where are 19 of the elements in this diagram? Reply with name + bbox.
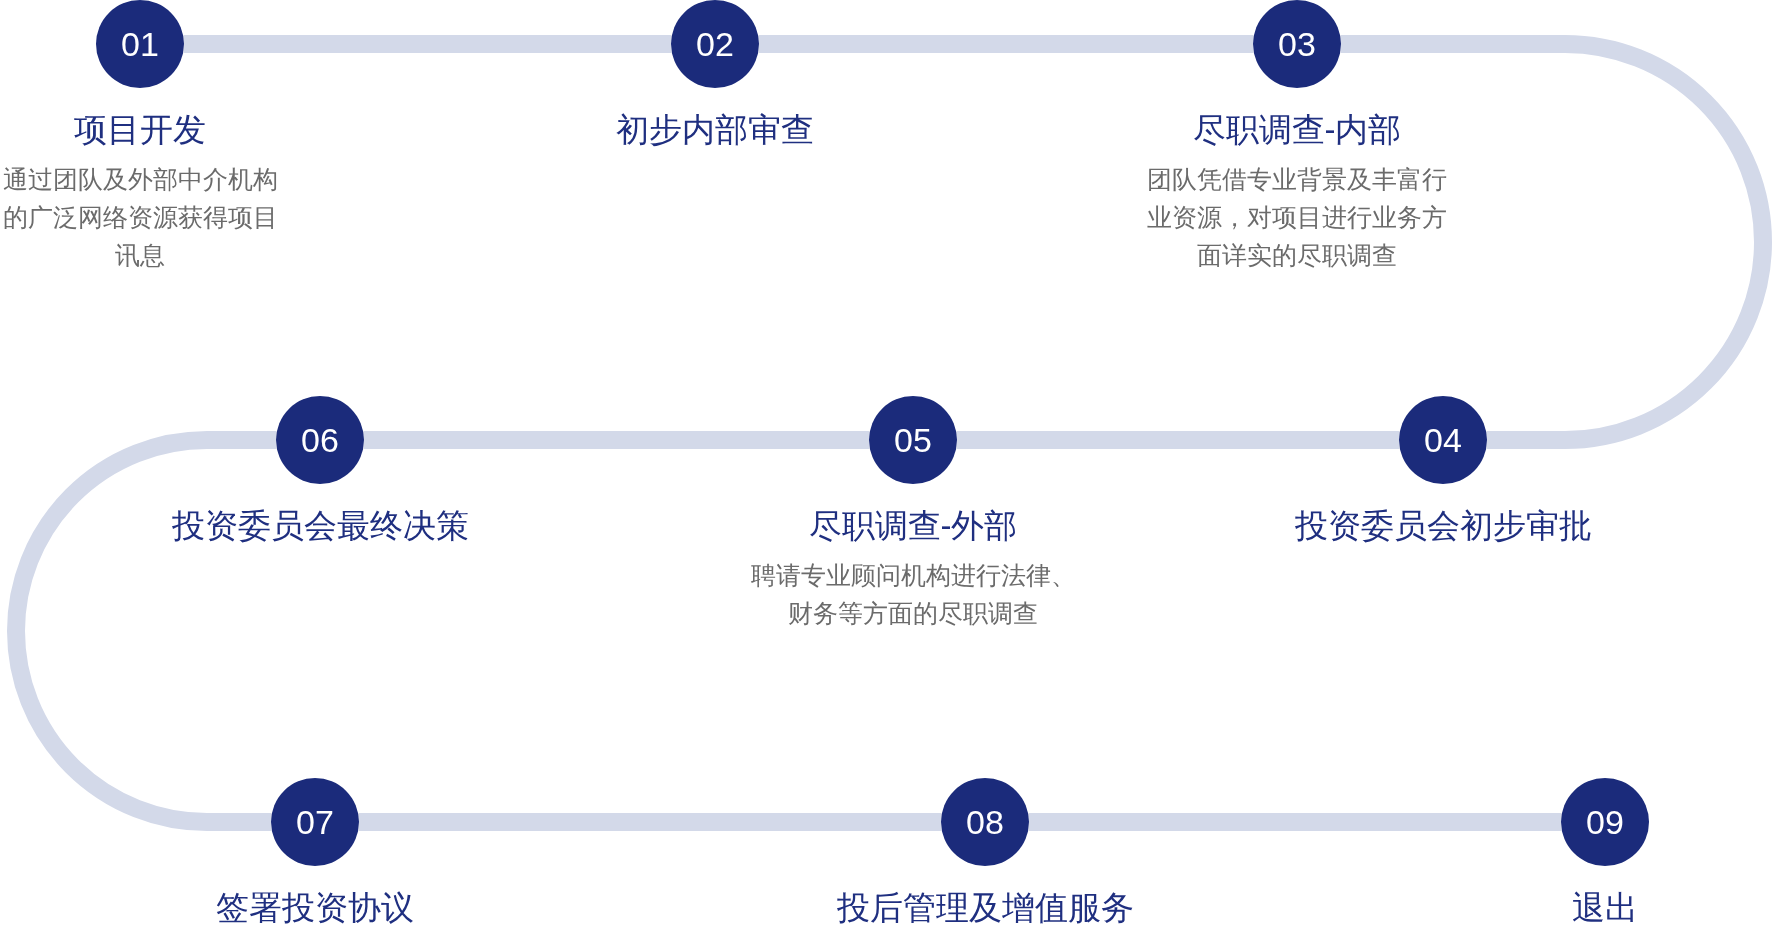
step-title: 初步内部审查	[616, 110, 814, 150]
step-title: 退出	[1572, 888, 1638, 928]
step-title: 项目开发	[74, 110, 206, 150]
step-description: 聘请专业顾问机构进行法律、财务等方面的尽职调查	[749, 560, 1077, 629]
step-description: 团队凭借专业背景及丰富行业资源，对项目进行业务方面详实的尽职调查	[1147, 164, 1447, 271]
track-connector	[1029, 813, 1561, 831]
track-connector	[184, 35, 671, 53]
track-connector	[1341, 35, 1772, 449]
track-connector	[957, 431, 1399, 449]
step-title: 投资委员会初步审批	[1294, 506, 1592, 546]
step-title: 签署投资协议	[216, 888, 414, 928]
track-connector	[759, 35, 1253, 53]
track-connector	[364, 431, 869, 449]
step-title: 投后管理及增值服务	[836, 888, 1134, 928]
step-title: 尽职调查-内部	[1192, 110, 1402, 150]
step-title: 投资委员会最终决策	[171, 506, 469, 546]
step-title: 尽职调查-外部	[808, 506, 1018, 546]
step-description: 通过团队及外部中介机构的广泛网络资源获得项目讯息	[1, 164, 279, 271]
track-connector	[7, 431, 276, 831]
